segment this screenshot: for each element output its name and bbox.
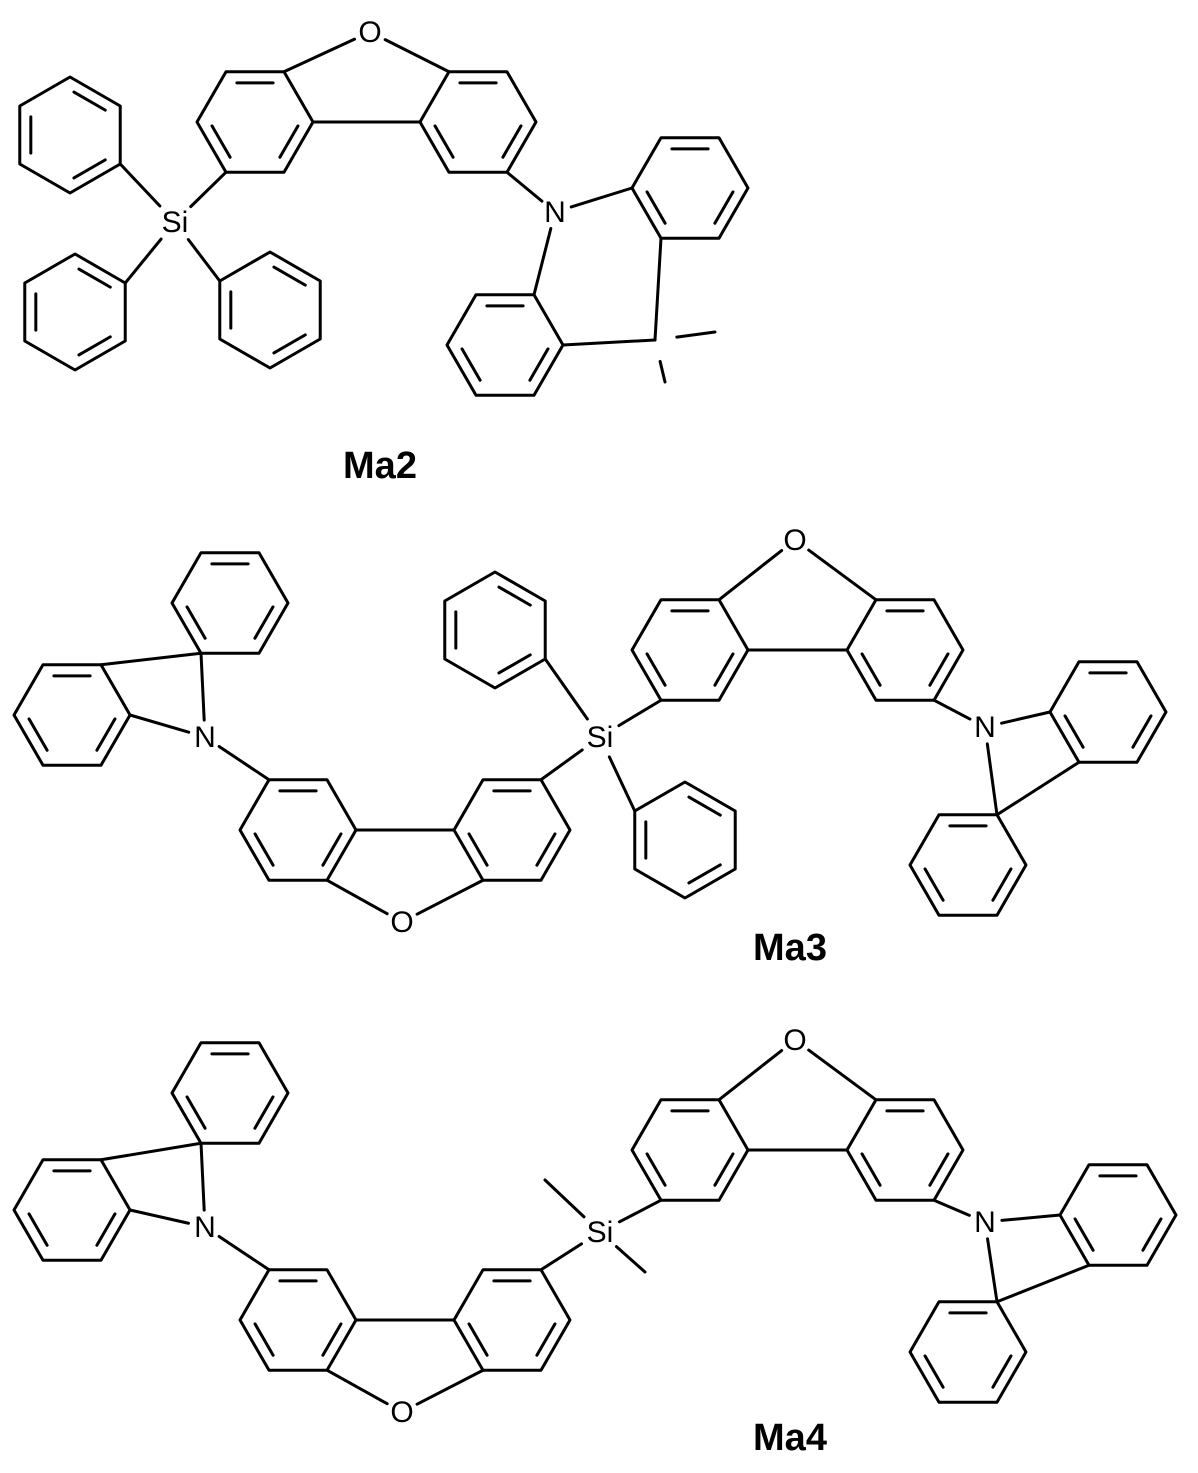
- atom-o: O: [783, 524, 806, 557]
- benzene-ring: [454, 780, 570, 880]
- atom-n: N: [974, 1206, 996, 1239]
- bond: [619, 700, 661, 725]
- benzene-ring: [14, 1160, 130, 1260]
- atom-si: Si: [162, 206, 189, 239]
- benzene-ring: [632, 600, 748, 700]
- bond: [385, 40, 449, 72]
- bond: [563, 340, 655, 345]
- bond: [201, 1143, 204, 1210]
- benzene-ring: [1060, 1165, 1176, 1265]
- bond: [201, 653, 204, 720]
- benzene-ring: [454, 1270, 570, 1370]
- bond: [417, 1370, 483, 1404]
- atom-o: O: [390, 906, 413, 939]
- atom-o: O: [358, 16, 381, 49]
- bond: [191, 172, 226, 206]
- benzene-ring: [910, 1302, 1026, 1402]
- bond: [997, 762, 1079, 815]
- benzene-ring: [20, 77, 120, 193]
- bond: [219, 1236, 269, 1269]
- bond: [120, 164, 160, 206]
- benzene-ring: [632, 1100, 748, 1200]
- atom-si: Si: [587, 1216, 614, 1249]
- benzene-ring: [847, 1100, 963, 1200]
- benzene-ring: [632, 138, 748, 238]
- benzene-ring: [172, 1043, 288, 1143]
- bond: [719, 551, 782, 600]
- bond: [809, 1050, 876, 1100]
- bond: [507, 172, 542, 201]
- bond: [545, 659, 587, 719]
- bond: [541, 750, 582, 780]
- bond: [616, 1247, 645, 1272]
- benzene-ring: [197, 72, 313, 172]
- compound-label: Ma3: [753, 927, 827, 969]
- bond: [609, 757, 634, 811]
- bond: [660, 361, 665, 382]
- bond: [997, 1265, 1089, 1302]
- bond: [1002, 1215, 1060, 1220]
- benzene-ring: [240, 780, 356, 880]
- atom-o: O: [390, 1396, 413, 1429]
- benzene-ring: [847, 600, 963, 700]
- atom-n: N: [194, 1211, 216, 1244]
- bond: [677, 332, 715, 337]
- benzene-ring: [910, 815, 1026, 915]
- atom-si: Si: [587, 721, 614, 754]
- bond: [130, 1210, 188, 1223]
- benzene-ring: [445, 572, 545, 688]
- benzene-ring: [172, 553, 288, 653]
- bond: [417, 880, 483, 914]
- bond: [987, 744, 997, 815]
- bond: [620, 1200, 661, 1222]
- benzene-ring: [220, 252, 320, 368]
- benzene-ring: [420, 72, 536, 172]
- bond: [101, 1143, 201, 1160]
- benzene-ring: [14, 665, 130, 765]
- bond: [571, 188, 632, 207]
- bond: [188, 240, 219, 281]
- benzene-ring: [240, 1270, 356, 1370]
- bond: [809, 550, 876, 600]
- bond: [327, 1370, 387, 1403]
- bond: [545, 1180, 584, 1217]
- bond: [125, 239, 161, 283]
- atom-n: N: [974, 711, 996, 744]
- bond: [719, 1051, 782, 1100]
- bond: [934, 1200, 969, 1215]
- bond: [284, 39, 355, 72]
- benzene-ring: [1050, 662, 1166, 762]
- benzene-ring: [635, 782, 735, 898]
- bond: [541, 1244, 581, 1270]
- bond: [101, 653, 201, 665]
- compound-ma3: NOSiONMa3: [14, 524, 1166, 969]
- benzene-ring: [25, 254, 125, 370]
- compound-ma4: NOSiONMa4: [14, 1024, 1176, 1459]
- bond: [534, 228, 551, 294]
- bond: [934, 700, 970, 719]
- benzene-ring: [447, 295, 563, 395]
- compound-ma2: O Si N Ma2: [20, 16, 748, 487]
- bond: [988, 1239, 997, 1302]
- atom-n: N: [544, 196, 566, 229]
- bond: [130, 715, 189, 732]
- atom-n: N: [194, 721, 216, 754]
- atom-o: O: [783, 1024, 806, 1057]
- bond: [1002, 712, 1050, 723]
- compound-label: Ma2: [343, 445, 417, 487]
- bond: [327, 880, 387, 913]
- compound-label: Ma4: [753, 1417, 827, 1459]
- bond: [219, 746, 269, 779]
- bond: [655, 238, 661, 340]
